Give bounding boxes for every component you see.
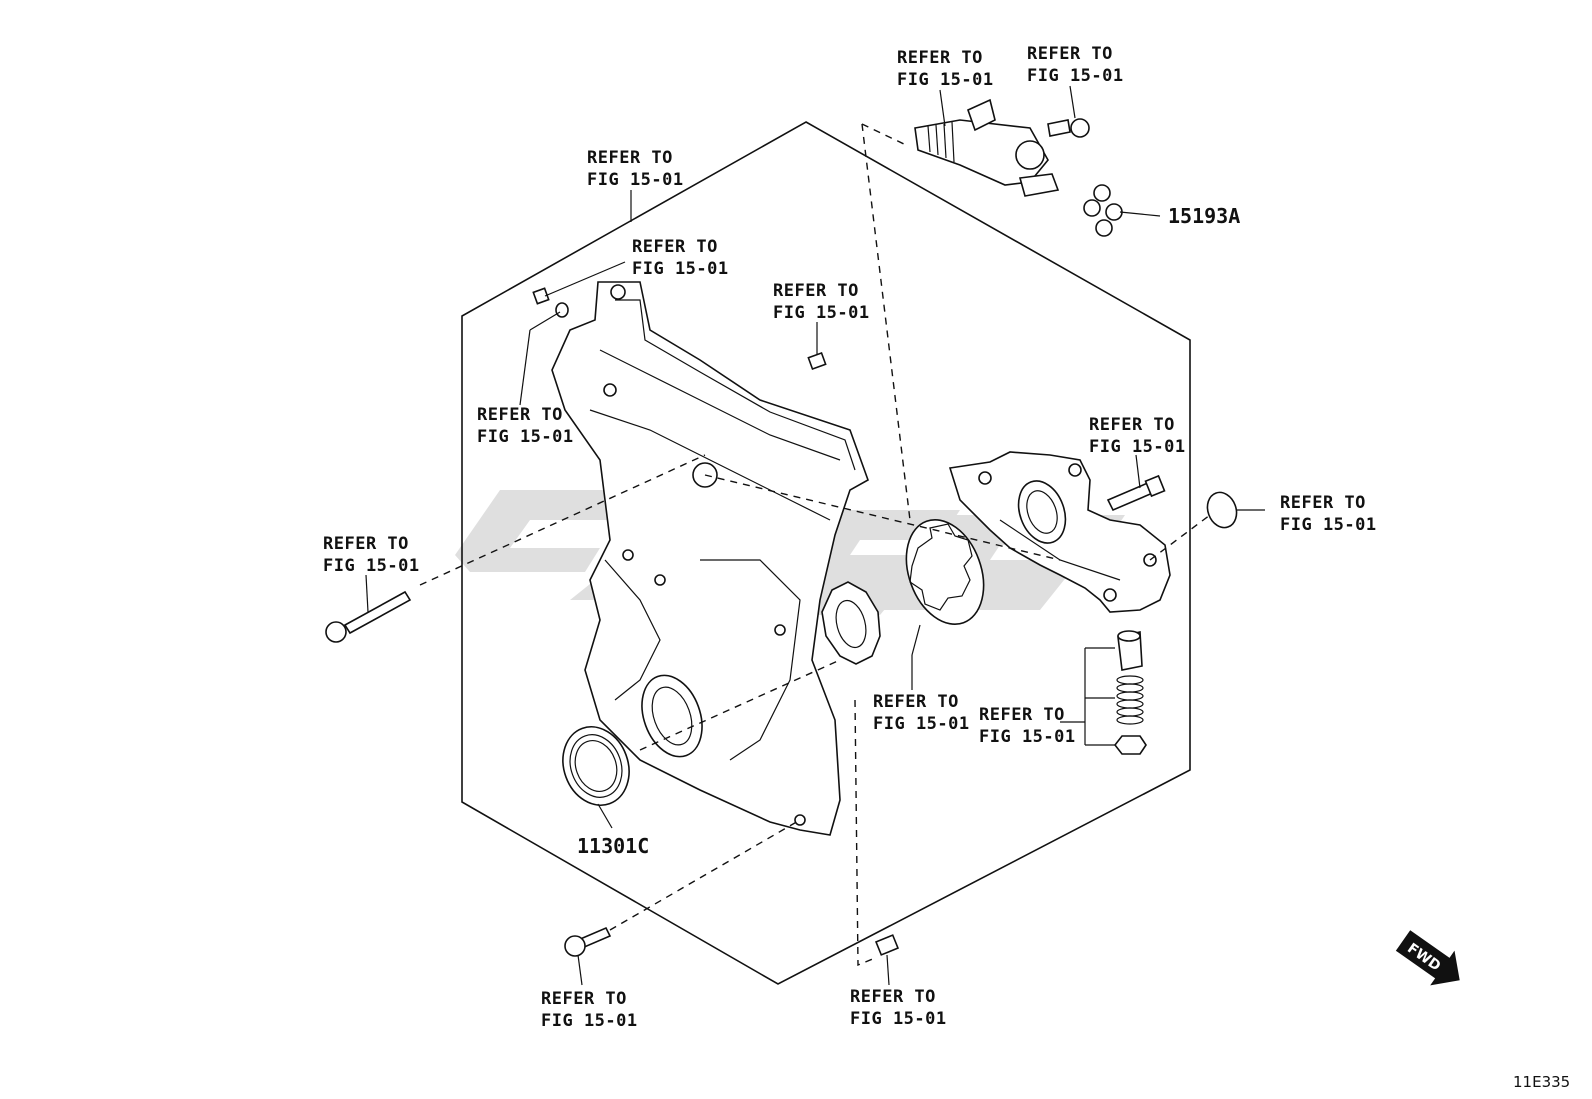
svg-text:REFER TO: REFER TO: [1089, 415, 1175, 435]
svg-text:REFER TO: REFER TO: [873, 692, 959, 712]
svg-text:FIG 15-01: FIG 15-01: [323, 556, 420, 576]
callout-upper-bolt: REFER TO FIG 15-01: [632, 237, 729, 279]
callout-washer: REFER TO FIG 15-01: [477, 405, 574, 447]
dashed-plane-left: [861, 123, 911, 521]
dowel-pin-bottom: [874, 934, 900, 956]
oil-pump-body: [948, 451, 1171, 613]
callout-cover-top: REFER TO FIG 15-01: [587, 148, 684, 190]
assembly-line-bolt-left: [419, 454, 706, 586]
svg-text:FIG 15-01: FIG 15-01: [873, 714, 970, 734]
svg-text:REFER TO: REFER TO: [897, 48, 983, 68]
svg-text:FIG 15-01: FIG 15-01: [1089, 437, 1186, 457]
timing-chain-cover: [551, 281, 869, 836]
assembly-line-bottom: [609, 819, 801, 931]
oil-control-valve: [914, 98, 1060, 197]
callout-bottom-bolt: REFER TO FIG 15-01: [541, 989, 638, 1031]
svg-text:FIG 15-01: FIG 15-01: [773, 303, 870, 323]
svg-text:REFER TO: REFER TO: [541, 989, 627, 1009]
svg-text:FIG 15-01: FIG 15-01: [1280, 515, 1377, 535]
bolt-bottom-left: [564, 926, 612, 957]
svg-text:REFER TO: REFER TO: [632, 237, 718, 257]
part-number-11301c: 11301C: [577, 834, 649, 858]
callout-relief-valve: REFER TO FIG 15-01: [979, 705, 1076, 747]
crankshaft-sprocket: [821, 581, 881, 665]
callout-long-bolt: REFER TO FIG 15-01: [323, 534, 420, 576]
figure-code: 11E335: [1513, 1073, 1570, 1091]
svg-text:REFER TO: REFER TO: [477, 405, 563, 425]
callout-o-ring: REFER TO FIG 15-01: [1280, 493, 1377, 535]
svg-text:REFER TO: REFER TO: [323, 534, 409, 554]
ocv-bolt: [1047, 118, 1090, 138]
svg-text:FIG 15-01: FIG 15-01: [850, 1009, 947, 1029]
svg-text:FIG 15-01: FIG 15-01: [477, 427, 574, 447]
fwd-arrow-icon: FWD: [1395, 930, 1460, 986]
o-ring: [1206, 491, 1238, 529]
dowel-pin-upper: [807, 351, 827, 371]
part-number-15193a: 15193A: [1168, 204, 1240, 228]
dashed-plane-bottom: [854, 699, 876, 967]
oil-seal-11301c: [562, 726, 630, 806]
long-bolt-left: [325, 590, 412, 643]
leader-lines: [365, 85, 1265, 986]
svg-text:FIG 15-01: FIG 15-01: [587, 170, 684, 190]
upper-left-bolt: [532, 287, 569, 318]
assembly-line-main: [704, 474, 1061, 561]
svg-text:FIG 15-01: FIG 15-01: [541, 1011, 638, 1031]
callout-rotor: REFER TO FIG 15-01: [873, 692, 970, 734]
assembly-line-seal: [639, 659, 841, 751]
svg-text:FIG 15-01: FIG 15-01: [632, 259, 729, 279]
assembly-boundary: [461, 121, 1191, 985]
svg-text:REFER TO: REFER TO: [850, 987, 936, 1007]
svg-text:FIG 15-01: FIG 15-01: [897, 70, 994, 90]
callout-ocv: REFER TO FIG 15-01: [897, 48, 994, 90]
svg-text:REFER TO: REFER TO: [979, 705, 1065, 725]
svg-text:REFER TO: REFER TO: [1280, 493, 1366, 513]
callout-ocv-bolt: REFER TO FIG 15-01: [1027, 44, 1124, 86]
svg-text:REFER TO: REFER TO: [587, 148, 673, 168]
oil-pump-rotor: [905, 518, 985, 626]
dashed-plane-top: [861, 123, 907, 146]
svg-text:FIG 15-01: FIG 15-01: [1027, 66, 1124, 86]
svg-text:REFER TO: REFER TO: [773, 281, 859, 301]
svg-text:REFER TO: REFER TO: [1027, 44, 1113, 64]
gasket-15193a: [1083, 184, 1123, 237]
callout-bottom-pin: REFER TO FIG 15-01: [850, 987, 947, 1029]
pump-bolt: [1106, 474, 1166, 512]
callout-pump-bolt: REFER TO FIG 15-01: [1089, 415, 1186, 457]
svg-text:FIG 15-01: FIG 15-01: [979, 727, 1076, 747]
callout-dowel-upper: REFER TO FIG 15-01: [773, 281, 870, 323]
relief-valve-set: [1113, 630, 1147, 755]
